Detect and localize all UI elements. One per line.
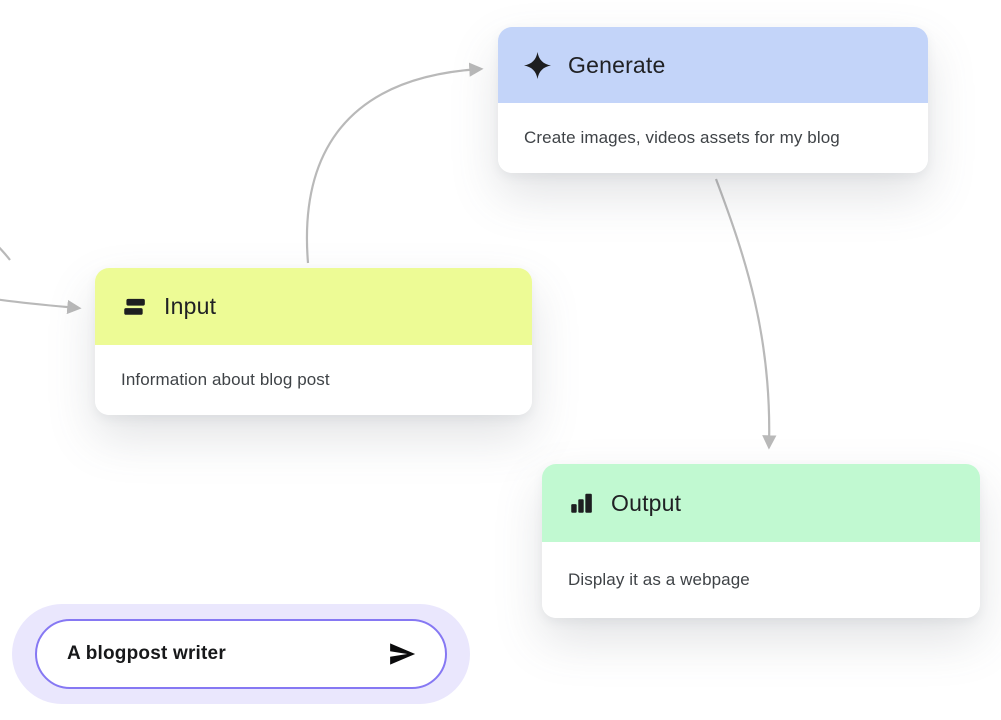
node-generate-body: Create images, videos assets for my blog	[498, 103, 928, 173]
node-output[interactable]: Output Display it as a webpage	[542, 464, 980, 618]
bar-chart-icon	[568, 490, 594, 516]
node-output-header: Output	[542, 464, 980, 542]
connector-left-to-input	[0, 298, 82, 315]
send-button[interactable]	[387, 639, 417, 669]
connector-generate-to-output	[714, 178, 777, 450]
node-generate-description: Create images, videos assets for my blog	[524, 128, 840, 147]
send-icon	[387, 639, 417, 669]
node-output-body: Display it as a webpage	[542, 542, 980, 618]
prompt-input[interactable]	[65, 642, 387, 666]
node-input-title: Input	[164, 293, 217, 319]
input-equals-icon	[121, 294, 147, 320]
node-output-description: Display it as a webpage	[568, 570, 750, 589]
node-input-header: Input	[95, 268, 532, 345]
node-input[interactable]: Input Information about blog post	[95, 268, 532, 415]
node-output-title: Output	[611, 489, 682, 516]
node-input-description: Information about blog post	[121, 370, 330, 389]
sparkle-icon	[524, 51, 551, 79]
node-input-body: Information about blog post	[95, 345, 532, 415]
node-generate[interactable]: Generate Create images, videos assets fo…	[498, 27, 928, 173]
prompt-halo	[12, 604, 470, 704]
node-generate-title: Generate	[568, 51, 666, 78]
node-generate-header: Generate	[498, 27, 928, 103]
connector-input-to-generate	[305, 62, 484, 264]
prompt-pill[interactable]	[35, 619, 447, 689]
connector-offscreen-stub	[0, 246, 11, 261]
